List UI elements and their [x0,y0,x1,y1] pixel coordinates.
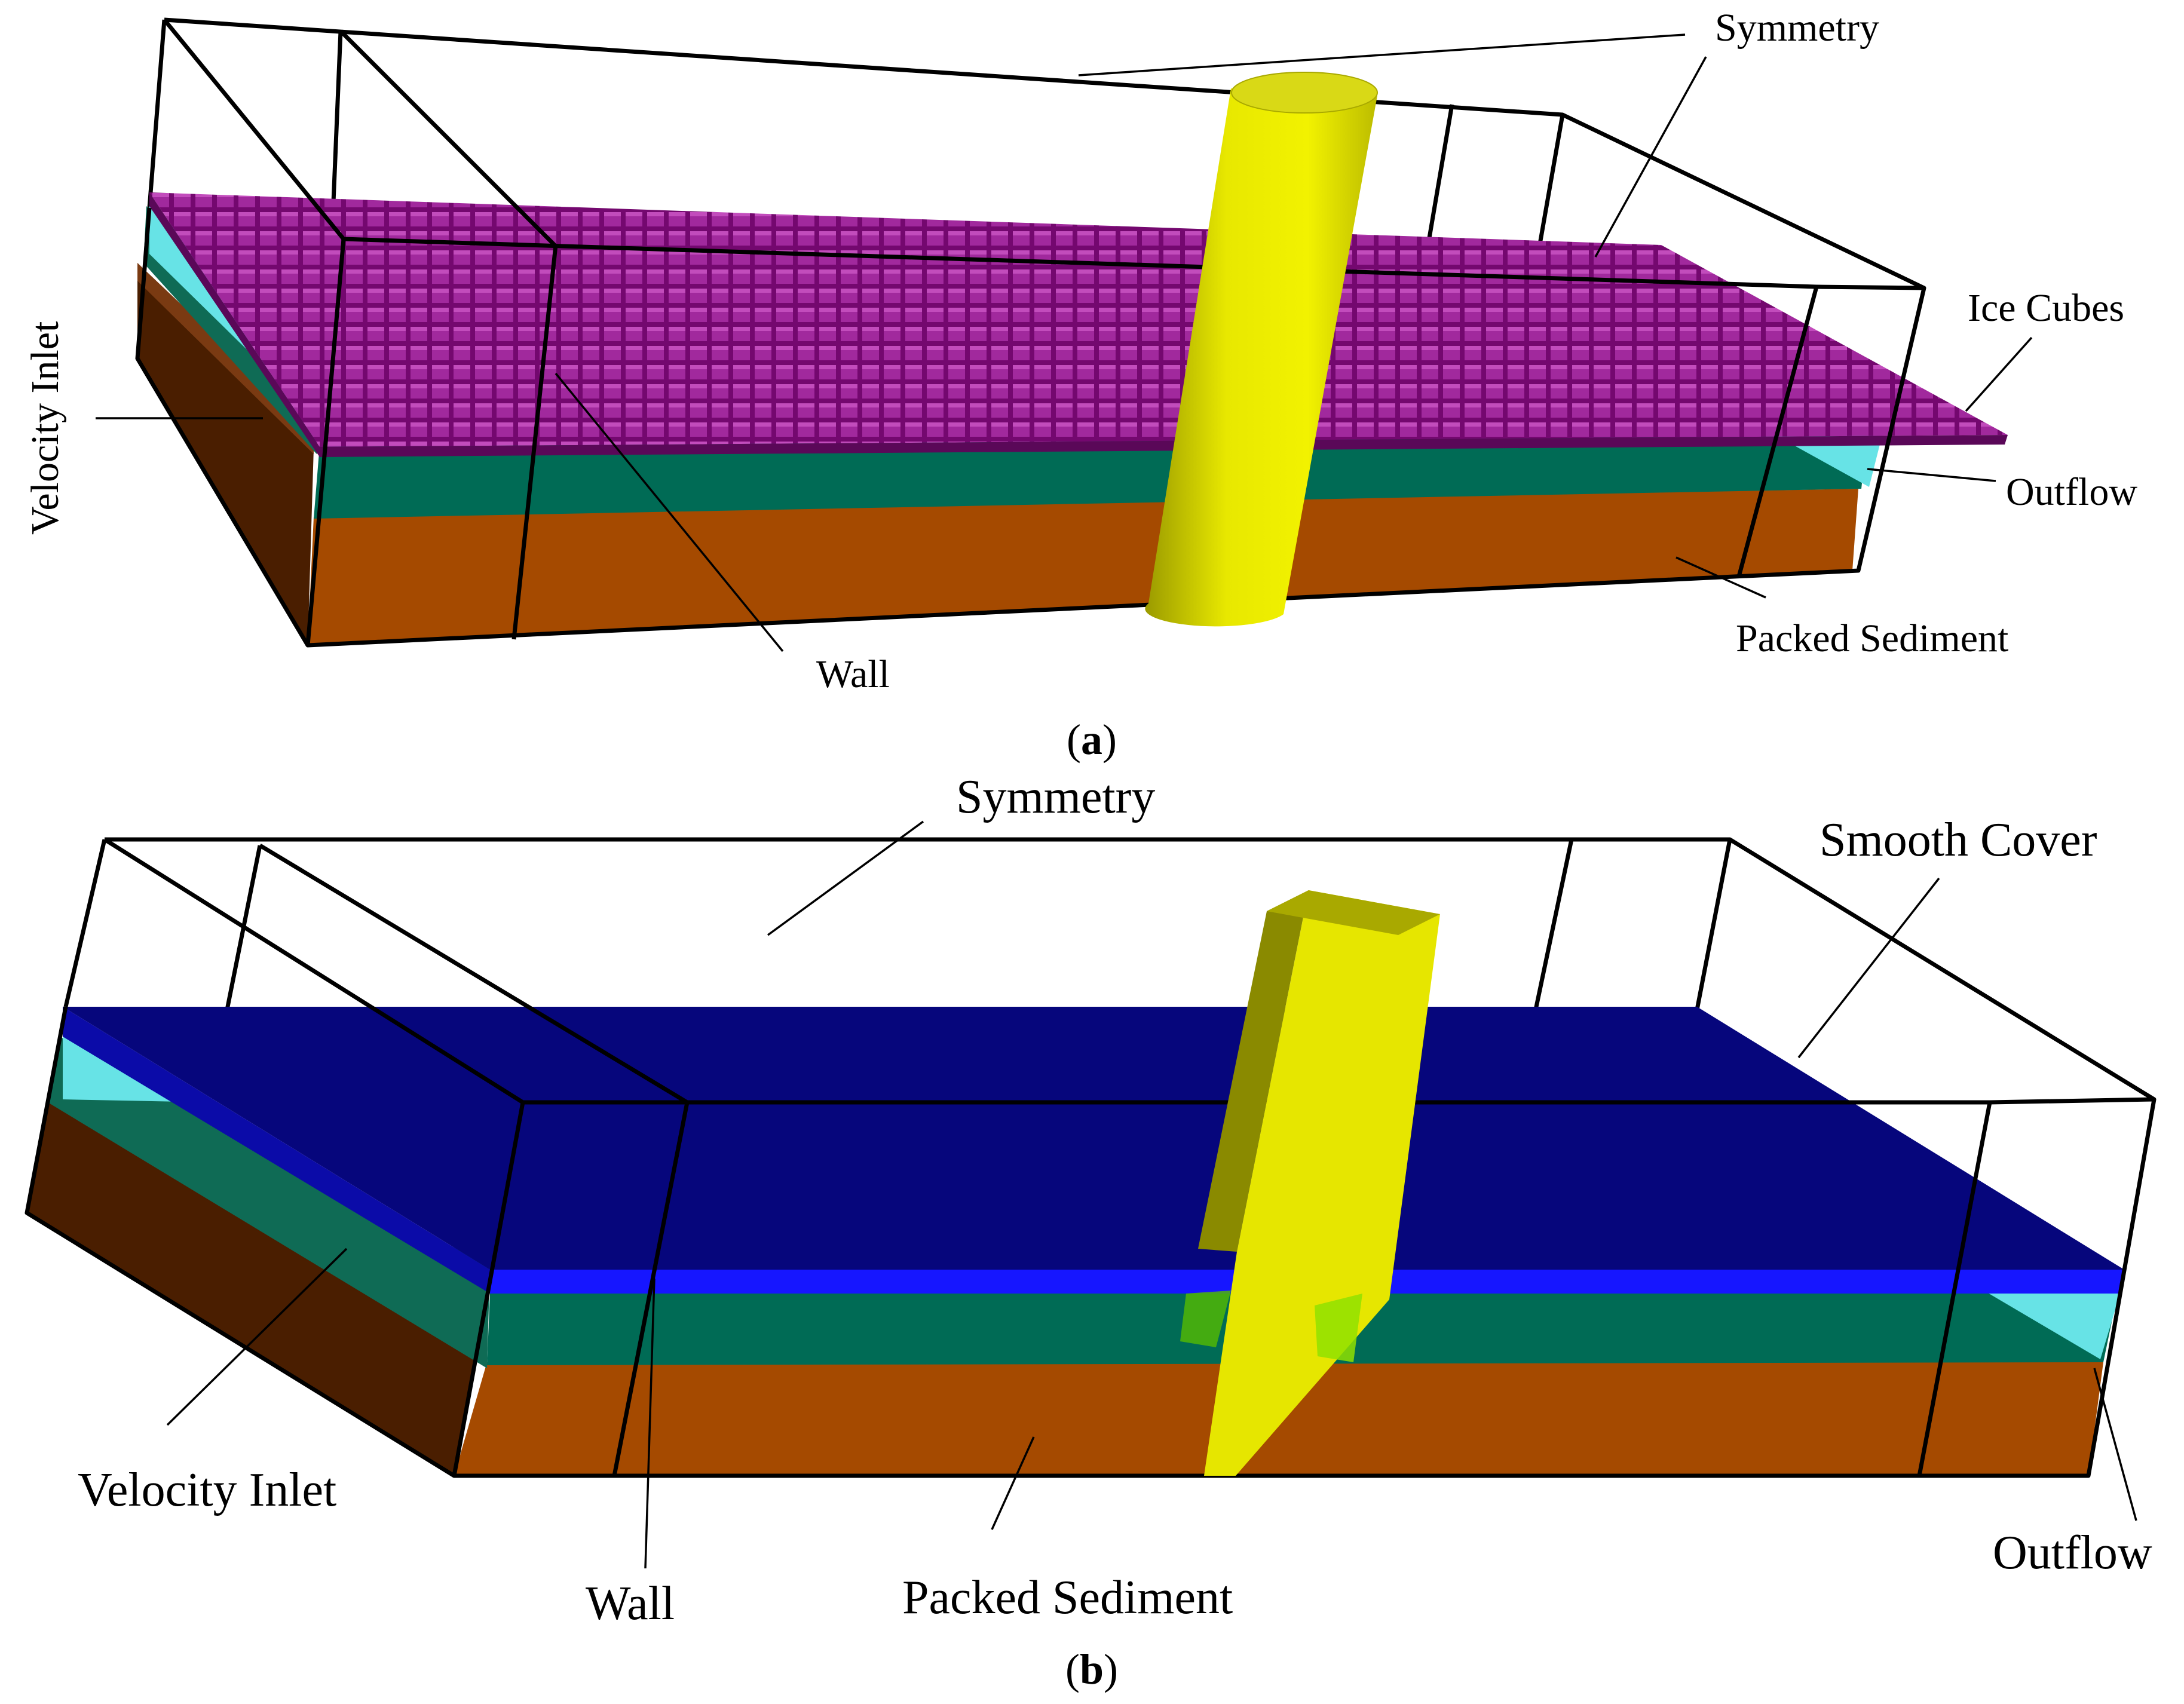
label-packed-sediment: Packed Sediment [1736,617,2008,660]
label-velocity-inlet: Velocity Inlet [23,321,67,535]
ice-cube-layer [149,192,2008,457]
label-wall: Wall [816,652,890,696]
label-outflow: Outflow [2006,470,2137,514]
labels-a: Symmetry Ice Cubes Outflow Packed Sedime… [23,6,2137,696]
leaders-a [96,33,2033,652]
domain-wireframe-front [135,18,1926,648]
labels-b: Symmetry Smooth Cover Velocity Inlet Wal… [78,771,2152,1630]
panel-a: Symmetry Ice Cubes Outflow Packed Sedime… [23,6,2137,764]
label-ice-cubes: Ice Cubes [1968,286,2124,330]
smooth-cover-layer [63,1007,2124,1294]
sediment-top-strip [137,263,314,454]
outflow-face-b [1984,1291,2120,1359]
label-outflow-b: Outflow [1993,1527,2152,1579]
water-layer-front [314,433,1867,519]
domain-wireframe-front-b [24,838,2157,1478]
packed-sediment-side-b [27,1099,487,1476]
packed-sediment-front [308,489,1858,645]
label-packed-sediment-b: Packed Sediment [902,1571,1233,1624]
label-symmetry-b: Symmetry [956,771,1155,823]
square-pier [1180,890,1440,1476]
packed-sediment-side [137,263,314,645]
label-symmetry: Symmetry [1715,6,1879,50]
domain-wireframe-back-b [63,837,2155,1101]
domain-wireframe-back [147,17,1925,290]
panel-b: Symmetry Smooth Cover Velocity Inlet Wal… [24,771,2157,1693]
label-smooth-cover: Smooth Cover [1820,814,2097,866]
caption-a: (a) [1067,716,1117,764]
label-wall-b: Wall [586,1577,675,1630]
water-layer-side-b [48,1037,490,1368]
leaders-b [166,820,2137,1569]
label-velocity-inlet-b: Velocity Inlet [78,1464,336,1516]
caption-b: (b) [1065,1645,1118,1693]
cylinder-pier [1145,72,1378,627]
